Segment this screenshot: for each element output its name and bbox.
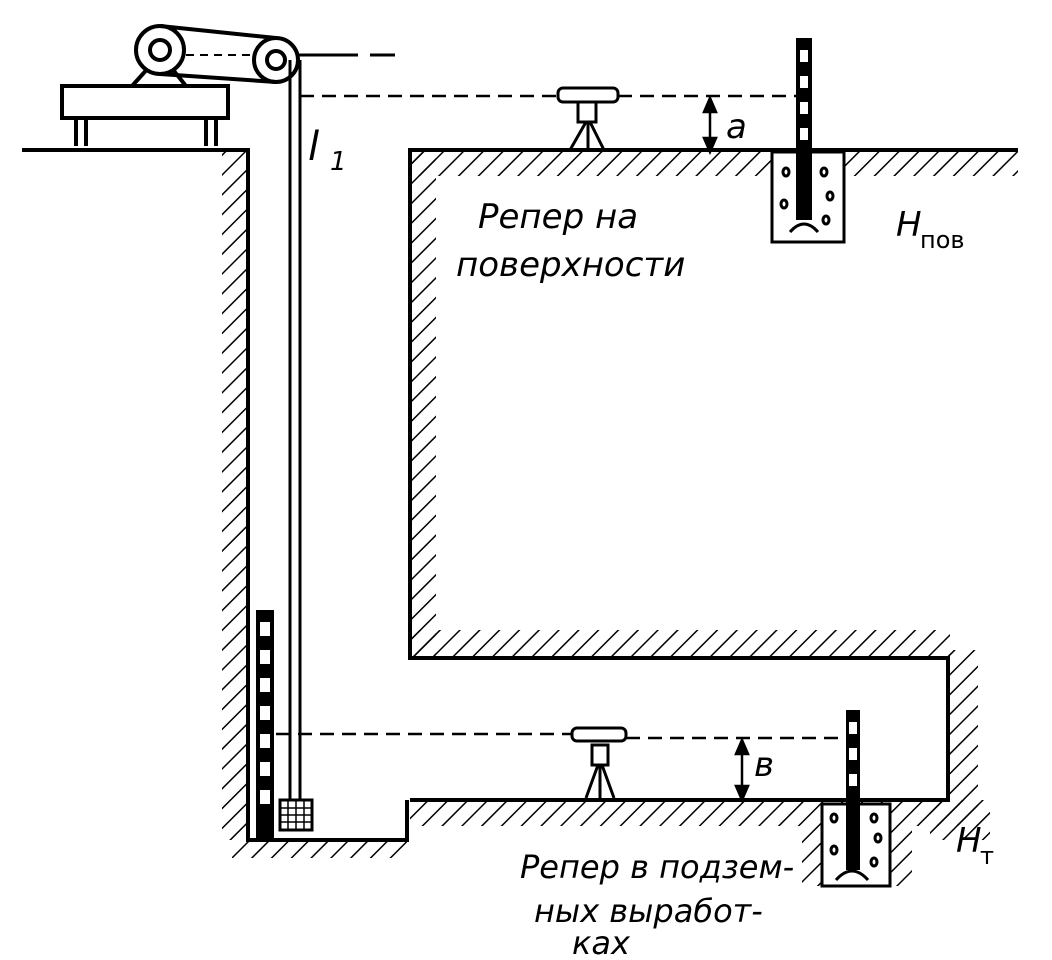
- reading-a-arrow: [702, 94, 718, 156]
- h-underground-subscript: т: [980, 842, 994, 870]
- h-underground-label: H: [956, 821, 982, 861]
- pulley: [159, 24, 395, 84]
- underground-level-instrument: [570, 726, 628, 799]
- sight-lines: [276, 94, 845, 740]
- tape-length-subscript: 1: [330, 147, 347, 177]
- underground-benchmark-label-line3: ках: [572, 924, 631, 960]
- reading-b-arrow: [734, 736, 750, 804]
- underground-staff-foot: [846, 800, 860, 870]
- h-surface-subscript: пов: [920, 226, 965, 254]
- surface-benchmark-label-line2: поверхности: [456, 245, 685, 285]
- underground-benchmark-label-line1: Репер в подзем-: [520, 848, 794, 886]
- tape-length-label: l: [308, 124, 319, 170]
- underground-benchmark-label-line2: ных выработ-: [534, 892, 763, 930]
- measuring-tape: [288, 60, 302, 800]
- ground-hatching: [22, 137, 1018, 886]
- reading-a-label: а: [726, 107, 747, 147]
- shaft-level-staff: [256, 610, 274, 838]
- surface-benchmark-label-line1: Репер на: [478, 197, 638, 237]
- tape-weight: [278, 798, 314, 832]
- reading-b-label: в: [754, 745, 774, 785]
- h-surface-label: H: [896, 205, 922, 245]
- surface-staff-foot: [796, 150, 812, 220]
- excavation-voids: [0, 0, 1052, 838]
- surface-level-instrument: [556, 86, 620, 151]
- winch: [60, 24, 230, 146]
